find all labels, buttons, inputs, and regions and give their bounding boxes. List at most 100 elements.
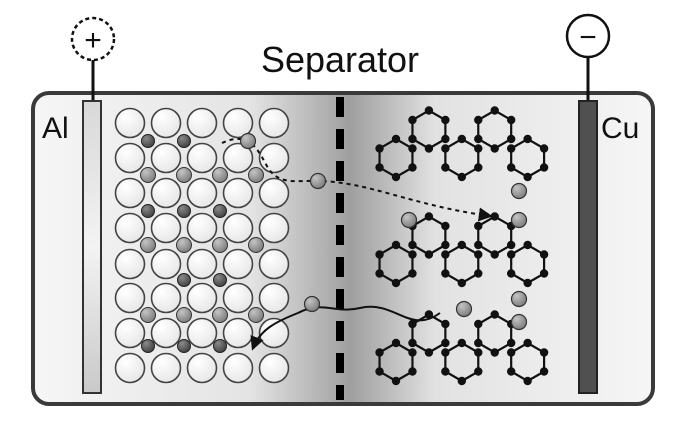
carbon-atom [441,163,450,172]
carbon-atom [523,376,532,386]
carbon-atom [424,106,434,115]
carbon-atom [441,319,450,329]
oxygen-atom [186,177,218,209]
oxygen-atom [150,107,182,139]
carbon-atom [441,144,450,153]
carbon-atom [523,278,532,288]
oxygen-atom [150,177,182,209]
carbon-atom [375,250,384,259]
oxygen-atom [186,352,218,384]
graphite-sheet [375,106,549,182]
metal-atom [213,204,227,218]
oxygen-atom [258,212,290,244]
carbon-atom [375,163,384,172]
metal-atom [177,339,191,353]
carbon-atom [539,144,549,153]
negative-sign: − [579,21,597,54]
carbon-atom [408,240,417,250]
oxygen-atom [186,317,218,349]
positive-terminal-icon: + [70,16,116,62]
carbon-atom [441,367,450,376]
carbon-atom [523,338,532,348]
carbon-atom [474,221,483,231]
lithium-site [212,167,228,183]
oxygen-atom [114,282,146,314]
carbon-atom [441,134,450,144]
oxygen-atom [114,107,146,139]
lithium-site [140,307,156,323]
metal-atom [141,134,155,148]
carbon-atom [375,348,384,357]
carbon-atom [424,144,434,153]
carbon-atom [391,240,401,250]
carbon-atom [408,134,417,144]
carbon-atom [424,250,434,259]
lithium-ion [400,211,418,229]
intercalation-path [250,305,441,351]
carbon-atom [506,367,516,376]
separator-label: Separator [261,39,419,80]
carbon-atom [408,319,417,329]
carbon-atom [408,115,417,125]
carbon-atom [375,367,384,376]
oxygen-atom [258,282,290,314]
carbon-atom [523,172,532,182]
oxygen-atom [150,317,182,349]
carbon-atom [457,134,467,144]
carbon-atom [457,338,467,348]
carbon-atom [391,278,401,288]
lithium-site [248,167,264,183]
carbon-atom [474,319,483,329]
metal-atom [213,273,227,287]
carbon-atom [506,134,516,144]
al-label: Al [42,112,69,145]
lithium-site [176,167,192,183]
lithium-site [212,307,228,323]
carbon-atom [441,338,450,348]
oxygen-atom [222,317,254,349]
lithium-ion [510,182,528,200]
carbon-atom [424,348,434,357]
carbon-atom [375,269,384,278]
carbon-atom [474,367,483,376]
carbon-atom [408,144,417,153]
carbon-atom [424,310,434,319]
carbon-atom [474,163,483,172]
carbon-atom [474,144,483,153]
al-current-collector [82,100,102,394]
carbon-atom [490,348,499,357]
lithium-site [248,307,264,323]
oxygen-atom [186,282,218,314]
carbon-atom [391,172,401,182]
carbon-atom [441,269,450,278]
oxygen-atom [258,248,290,280]
lithium-site [248,237,264,253]
lithium-ion [239,132,257,150]
carbon-atom [408,348,417,357]
lithium-site [176,307,192,323]
oxygen-atom [186,142,218,174]
oxygen-atom [222,352,254,384]
metal-atom [177,204,191,218]
oxygen-atom [114,248,146,280]
carbon-atom [408,163,417,172]
carbon-atom [391,134,401,144]
oxygen-atom [150,282,182,314]
oxygen-atom [114,352,146,384]
oxygen-atom [222,212,254,244]
carbon-atom [424,212,434,221]
cathode-lattice [114,107,290,384]
carbon-atom [539,163,549,172]
oxygen-atom [222,177,254,209]
oxygen-atom [222,142,254,174]
carbon-atom [408,367,417,376]
oxygen-atom [186,107,218,139]
lithium-site [212,237,228,253]
oxygen-atom [258,317,290,349]
oxygen-atom [222,107,254,139]
carbon-atom [490,106,499,115]
carbon-atom [375,144,384,153]
carbon-atom [490,310,499,319]
cu-label: Cu [601,112,639,145]
